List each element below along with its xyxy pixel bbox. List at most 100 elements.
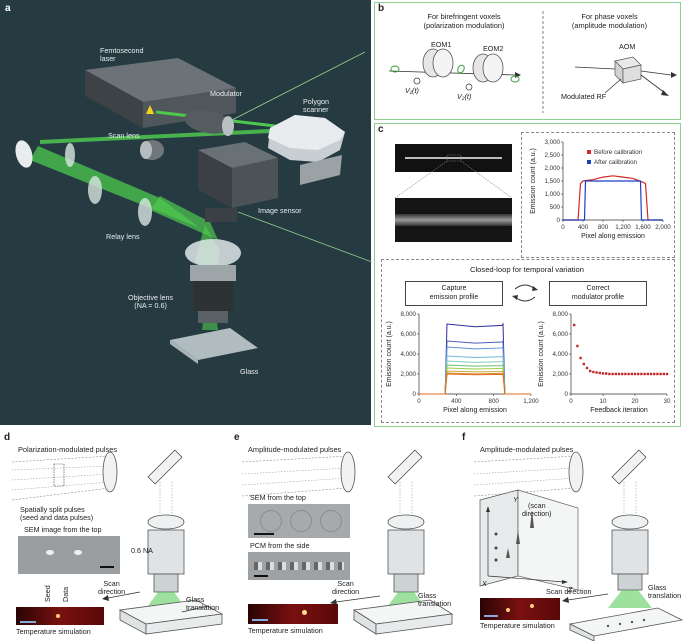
cal-y-tick-label: 2,000 bbox=[545, 165, 561, 172]
cal-x-tick-label: 1,200 bbox=[615, 224, 631, 231]
panel-a-setup: a bbox=[0, 0, 373, 425]
fb-point bbox=[598, 371, 601, 375]
label-d-sem: SEM image from the top bbox=[24, 525, 102, 534]
label-image-sensor: Image sensor bbox=[258, 206, 302, 215]
fb-y-tick-label: 8,000 bbox=[553, 311, 569, 318]
label-f-scan-direction: Scan direction bbox=[546, 587, 592, 596]
fb-y-tick-label: 2,000 bbox=[553, 371, 569, 378]
label-polygon-scanner: Polygon scanner bbox=[303, 97, 329, 115]
fb-point bbox=[617, 372, 621, 376]
fb-point bbox=[662, 372, 665, 376]
panel-letter-a: a bbox=[5, 3, 11, 14]
cal-x-tick-label: 1,600 bbox=[635, 224, 651, 231]
fb-point bbox=[630, 372, 633, 376]
fb-y-tick-label: 4,000 bbox=[553, 351, 569, 358]
fb-x-tick-label: 0 bbox=[569, 398, 573, 405]
label-d-temperature: Temperature simulation bbox=[16, 627, 91, 636]
cal-y-tick-label: 1,000 bbox=[545, 191, 561, 198]
label-v2: V₂(t) bbox=[457, 92, 472, 101]
fb-point bbox=[605, 372, 608, 375]
fb-point bbox=[592, 370, 595, 374]
prof-y-tick-label: 0 bbox=[413, 391, 417, 398]
prof-y-label: Emission count (a.u.) bbox=[386, 321, 393, 387]
f-temperature-image bbox=[480, 598, 560, 620]
cal-x-tick-label: 800 bbox=[598, 224, 609, 231]
label-objective-lens: Objective lens (NA = 0.6) bbox=[128, 293, 174, 311]
label-f-title: Amplitude-modulated pulses bbox=[480, 445, 574, 454]
fb-point bbox=[585, 366, 589, 370]
fb-point bbox=[579, 356, 582, 360]
fb-point bbox=[643, 372, 646, 376]
label-scan-lens: Scan lens bbox=[108, 131, 140, 140]
closed-loop-title: Closed-loop for temporal variation bbox=[470, 265, 584, 274]
e-pcm-image bbox=[248, 552, 350, 580]
fb-x-tick-label: 10 bbox=[600, 398, 607, 405]
label-f-x: X bbox=[482, 579, 487, 588]
fb-y-tick-label: 0 bbox=[565, 391, 569, 398]
fb-point bbox=[627, 372, 630, 376]
cal-x-tick-label: 0 bbox=[561, 224, 565, 231]
zoom-guides bbox=[394, 154, 513, 199]
cal-y-tick-label: 3,000 bbox=[545, 139, 561, 146]
fb-point bbox=[576, 344, 579, 348]
fb-point bbox=[582, 362, 585, 366]
panel-e-amplitude: e Amplitude-modulated pulses SEM from th… bbox=[230, 430, 456, 641]
panel-e-diagram bbox=[241, 449, 454, 635]
e-temperature-image bbox=[248, 604, 338, 624]
prof-y-tick-label: 8,000 bbox=[401, 311, 417, 318]
label-data: Data bbox=[61, 586, 70, 602]
label-f-glass-translation: Glass translation bbox=[648, 583, 682, 601]
cal-y-label: Emission count (a.u.) bbox=[530, 148, 537, 214]
fb-point bbox=[589, 369, 592, 373]
label-d-title: Polarization-modulated pulses bbox=[18, 445, 118, 454]
label-femtosecond-laser: Femtosecond laser bbox=[100, 46, 144, 64]
panel-d-polarization: d Polarization-modulated pulses Spatiall… bbox=[0, 430, 228, 641]
label-relay-lens: Relay lens bbox=[106, 232, 140, 241]
fb-point bbox=[608, 372, 611, 376]
fb-y-label: Emission count (a.u.) bbox=[538, 321, 545, 387]
fb-point bbox=[573, 323, 576, 327]
cal-legend-marker-0 bbox=[587, 150, 591, 154]
label-e-title: Amplitude-modulated pulses bbox=[248, 445, 342, 454]
label-e-pcm: PCM from the side bbox=[250, 541, 310, 550]
prof-x-tick-label: 0 bbox=[417, 398, 421, 405]
label-aom: AOM bbox=[619, 42, 636, 51]
label-birefringent: For birefringent voxels (polarization mo… bbox=[423, 12, 505, 30]
panel-letter-e: e bbox=[234, 432, 240, 443]
label-f-scan-dir: (scan direction) bbox=[522, 501, 552, 519]
cal-legend-label-1: After calibration bbox=[594, 159, 638, 166]
emission-image-zoom bbox=[395, 198, 512, 242]
fb-point bbox=[646, 372, 649, 376]
prof-x-tick-label: 1,200 bbox=[523, 398, 539, 405]
label-f-temperature: Temperature simulation bbox=[480, 621, 555, 630]
label-spatially-split: Spatially split pulses (seed and data pu… bbox=[20, 505, 94, 523]
fb-point bbox=[624, 372, 627, 376]
d-sem-image bbox=[18, 536, 120, 574]
prof-x-tick-label: 400 bbox=[451, 398, 462, 405]
cal-y-tick-label: 1,500 bbox=[545, 178, 561, 185]
capture-emission-profile-box: Capture emission profile bbox=[405, 281, 503, 306]
cal-x-tick-label: 2,000 bbox=[655, 224, 671, 231]
panel-d-diagram bbox=[11, 449, 224, 635]
prof-series-line-9 bbox=[419, 373, 531, 395]
panel-letter-d: d bbox=[4, 432, 11, 443]
e-sem-image bbox=[248, 504, 350, 538]
cal-y-tick-label: 500 bbox=[550, 204, 561, 211]
panel-letter-c: c bbox=[378, 124, 384, 135]
fb-point bbox=[633, 372, 637, 376]
closed-loop-frame bbox=[381, 259, 675, 423]
label-d-scan-direction: Scan direction bbox=[98, 579, 126, 597]
cal-x-label: Pixel along emission bbox=[581, 233, 645, 240]
fb-point bbox=[595, 371, 598, 374]
fb-point bbox=[659, 372, 662, 376]
cal-y-tick-label: 0 bbox=[557, 217, 561, 224]
prof-x-label: Pixel along emission bbox=[443, 407, 507, 414]
label-eom1: EOM1 bbox=[431, 40, 452, 49]
fb-point bbox=[601, 372, 605, 375]
prof-y-tick-label: 6,000 bbox=[401, 331, 417, 338]
fb-point bbox=[656, 372, 659, 376]
panel-f-diagram bbox=[473, 449, 684, 641]
label-glass: Glass bbox=[240, 367, 259, 376]
